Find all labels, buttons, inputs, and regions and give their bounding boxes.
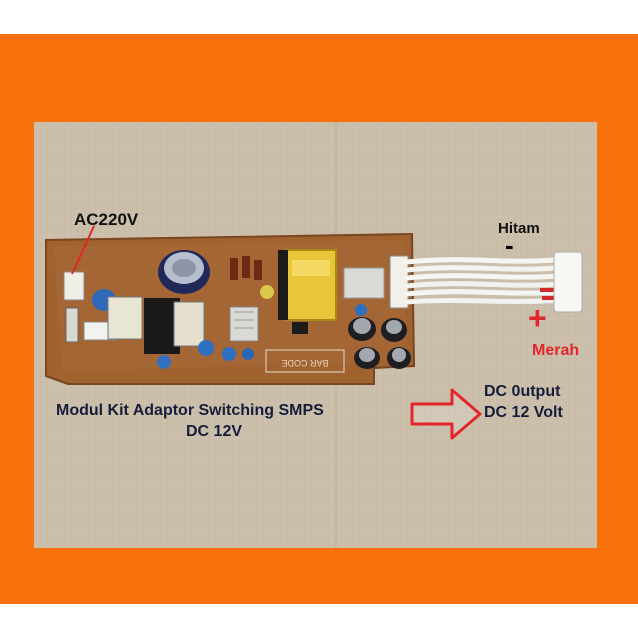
output-wires — [403, 257, 565, 305]
resistor-3 — [254, 260, 262, 280]
resistor-1 — [230, 258, 238, 280]
blue-cap-out — [355, 304, 367, 316]
positive-wire-label: Merah — [532, 342, 580, 359]
ac-input-connector — [63, 271, 85, 301]
choke-left — [107, 296, 143, 340]
optocoupler — [292, 322, 308, 334]
output-connector — [389, 255, 409, 309]
blue-cap-1 — [198, 340, 214, 356]
resistor-2 — [242, 256, 250, 278]
heatsink — [229, 306, 259, 342]
output-arrow — [410, 388, 482, 440]
negative-sign: - — [505, 230, 514, 260]
ac-input-label: AC220V — [74, 210, 139, 229]
choke-right — [173, 301, 205, 347]
ac-pointer-line — [71, 225, 95, 275]
pcb-photo: BAR CODE — [34, 122, 597, 548]
bar-code-text: BAR CODE — [281, 358, 328, 368]
yellow-transformer — [278, 249, 337, 321]
caption-subtitle: DC 12V — [186, 423, 243, 440]
pcb-photo-svg: BAR CODE — [34, 122, 597, 548]
dc-output-label: DC 0utput — [484, 383, 561, 400]
blue-cap-3 — [157, 355, 171, 369]
blue-cap-4 — [242, 348, 254, 360]
dc-voltage-label: DC 12 Volt — [484, 404, 563, 421]
fuse — [65, 307, 79, 343]
blue-cap-2 — [222, 347, 236, 361]
wire-end-connector — [553, 251, 583, 313]
bulk-capacitor — [158, 250, 210, 294]
positive-sign: + — [528, 300, 547, 336]
negative-wire-label: Hitam — [498, 220, 540, 237]
bar-code-area: BAR CODE — [265, 349, 345, 373]
caption-title: Modul Kit Adaptor Switching SMPS — [56, 402, 324, 419]
output-capacitors — [348, 317, 411, 369]
output-heatsink — [343, 267, 385, 299]
small-cap-yellow — [260, 285, 274, 299]
